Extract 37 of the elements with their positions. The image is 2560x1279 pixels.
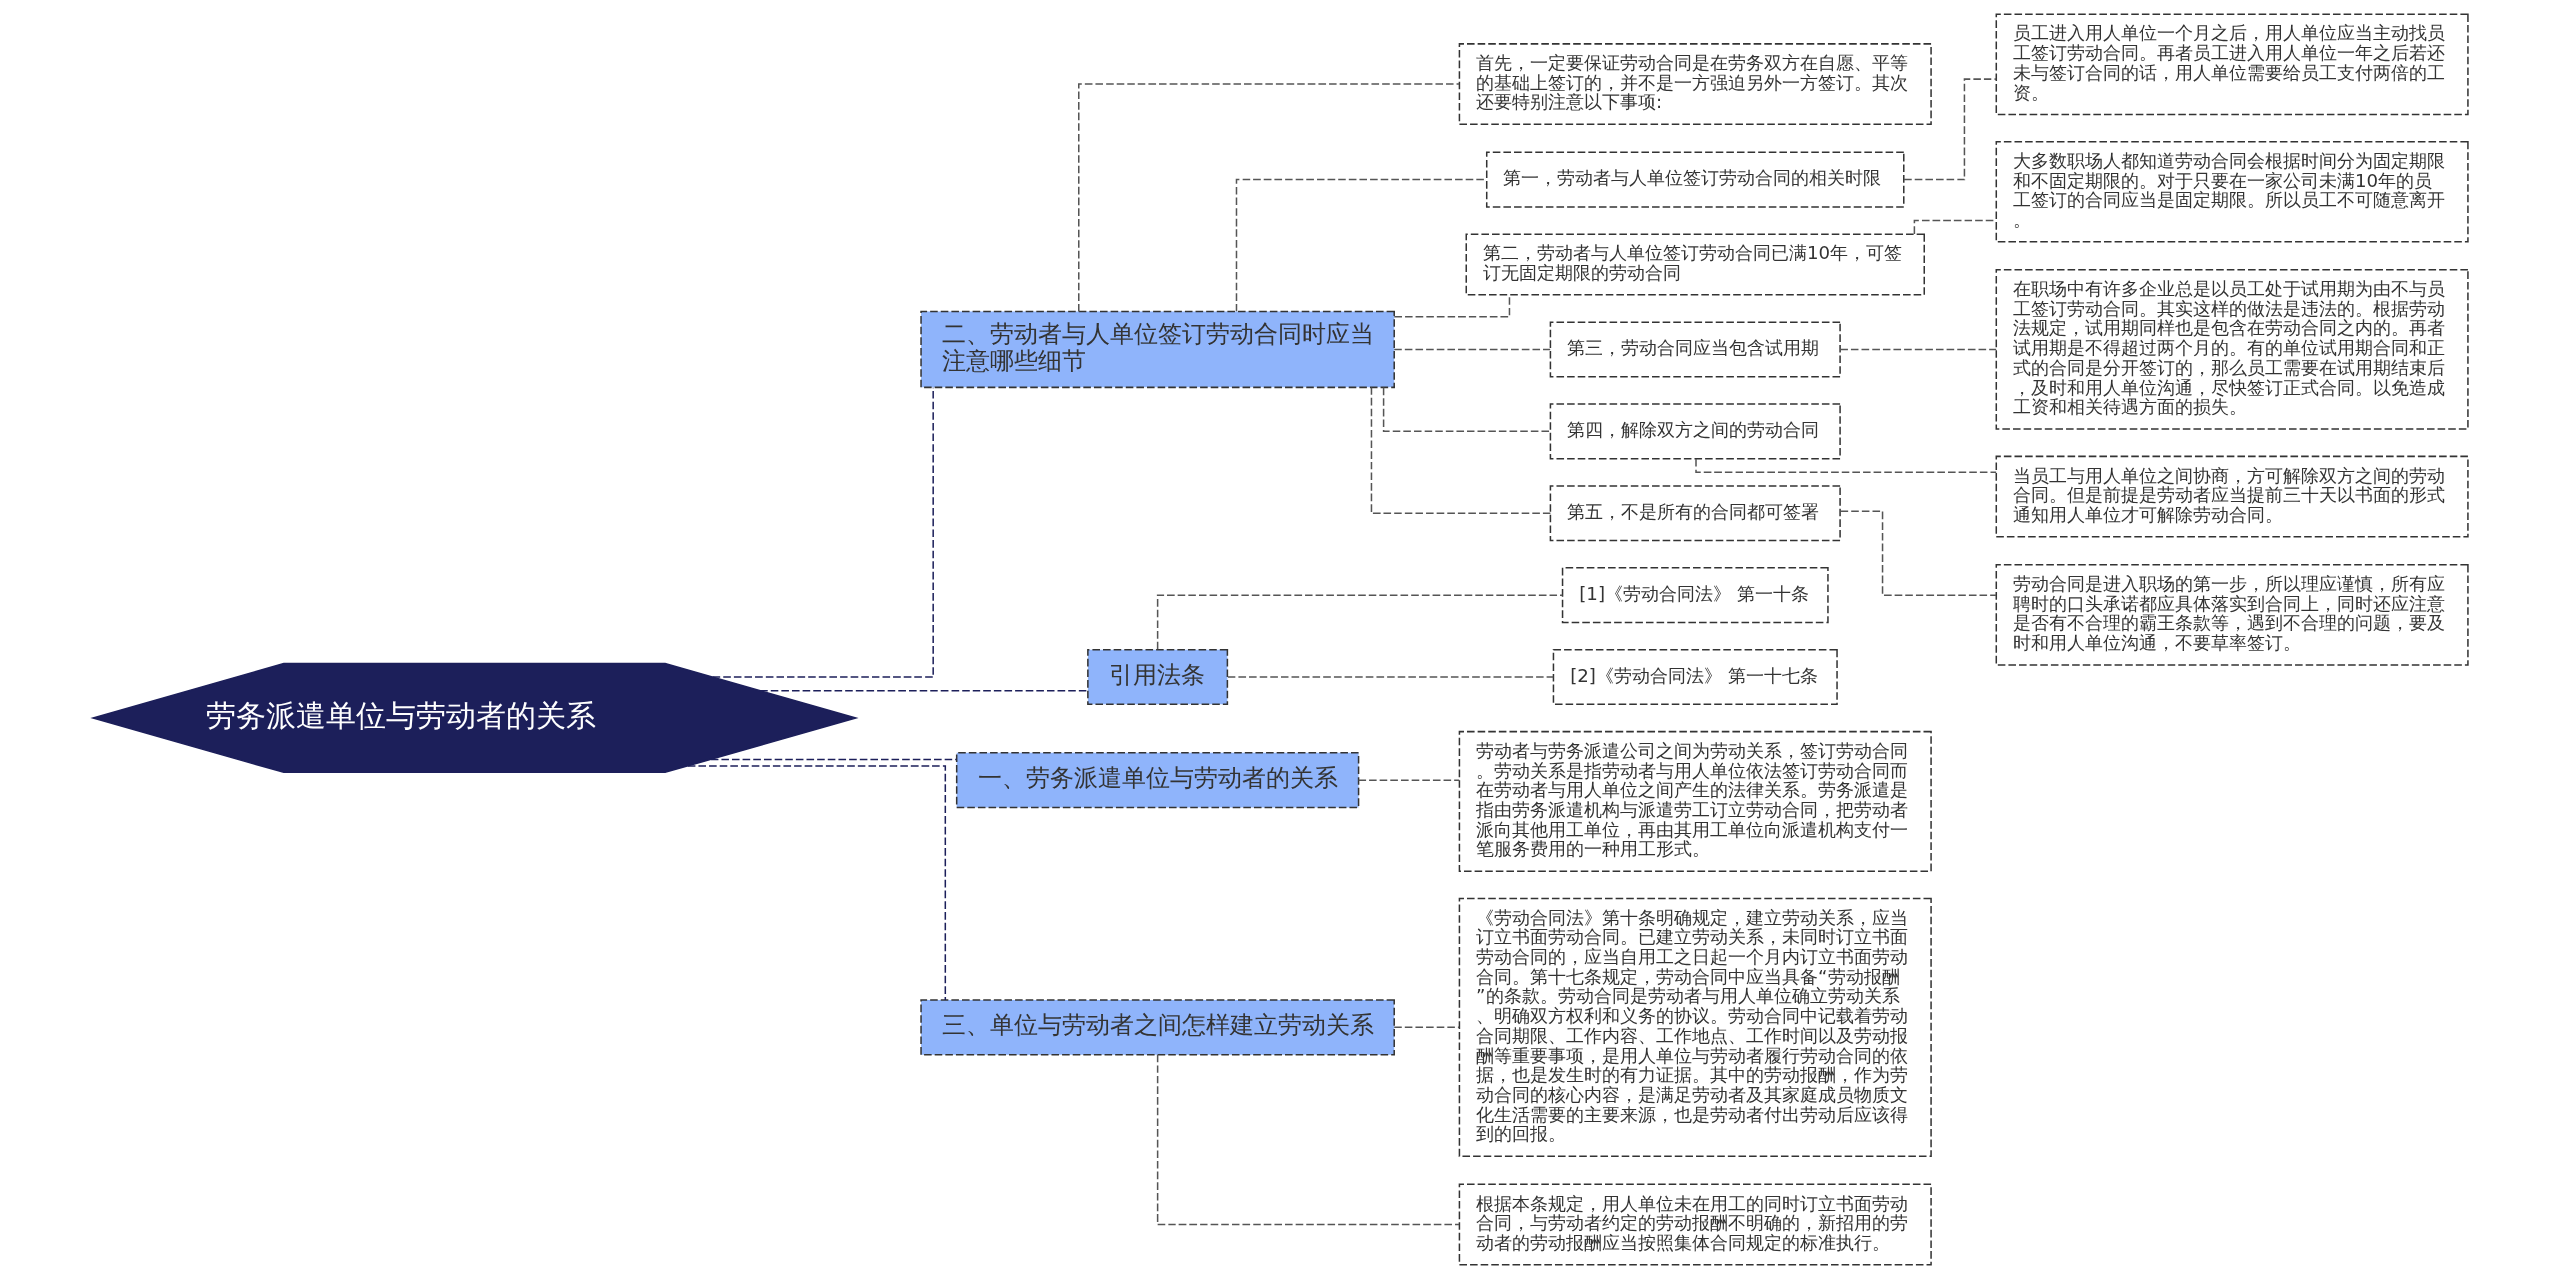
node-box: 大多数职场人都知道劳动合同会根据时间分为固定期限和不固定期限的。对于只要在一家公司未满10年的员工签订的合同应当是固定期限。所以员工不可随意离开。	[1995, 140, 2469, 243]
node-box: 三、单位与劳动者之间怎样建立劳动关系	[919, 999, 1395, 1056]
connector	[758, 689, 1088, 692]
node-box: 《劳动合同法》第十条明确规定，建立劳动关系，应当订立书面劳动合同。已建立劳动关系，未同时订立书面劳动合同的，应当自用工之日起一个月内订立书面劳动合同。第十七条规定，劳动合同中应当具备“劳动报酬”的条款。劳动合同是劳动者与用人单位确立劳动关系、明确双方权利和义务的协议。劳动合同中记载着劳动合同期限、工作内容、工作地点、工作时间以及劳动报酬等重要事项，是用人单位与劳动者履行劳动合同的依据，也是发生时的有力证据。其中的劳动报酬，作为劳动合同的核心内容，是满足劳动者及其家庭成员物质文化生活需要的主要来源，也是劳动者付出劳动后应该得到的回报。	[1458, 897, 1932, 1158]
node-box: 第五，不是所有的合同都可签署	[1549, 485, 1841, 542]
node-box: 第三，劳动合同应当包含试用期	[1549, 321, 1841, 378]
connector	[1156, 594, 1563, 651]
connector	[1077, 83, 1460, 313]
node-box: 引用法条	[1086, 649, 1228, 706]
node-box: 劳动合同是进入职场的第一步，所以理应谨慎，所有应聘时的口头承诺都应具体落实到合同上，同时还应注意是否有不合理的霸王条款等，遇到不合理的问题，要及时和用人单位沟通，不要草率签订。	[1995, 564, 2469, 666]
node-box: 二、劳动者与人单位签订劳动合同时应当注意哪些细节	[919, 310, 1395, 389]
connector	[1393, 294, 1510, 318]
node-box: 第二，劳动者与人单位签订劳动合同已满10年，可签订无固定期限的劳动合同	[1465, 233, 1925, 296]
node-box: 员工进入用人单位一个月之后，用人单位应当主动找员工签订劳动合同。再者员工进入用人单位一年之后若还未与签订合同的话，用人单位需要给员工支付两倍的工资。	[1995, 13, 2469, 116]
node-box: 劳动者与劳务派遣公司之间为劳动关系，签订劳动合同。劳动关系是指劳动者与用人单位依法签订劳动合同而在劳动者与用人单位之间产生的法律关系。劳务派遣是指由劳务派遣机构与派遣劳工订立劳动合同，把劳动者派向其他用工单位，再由其用工单位向派遣机构支付一笔服务费用的一种用工形式。	[1458, 730, 1932, 872]
connector	[1370, 386, 1551, 514]
connector	[1382, 386, 1551, 433]
connector	[1839, 510, 1997, 596]
connector	[1235, 178, 1487, 313]
node-box: 第四，解除双方之间的劳动合同	[1549, 403, 1841, 460]
connector	[1226, 676, 1554, 678]
connector	[1392, 348, 1551, 351]
connector	[1156, 1054, 1460, 1226]
connector	[709, 758, 957, 761]
connector	[1392, 1026, 1460, 1029]
node-box: 根据本条规定，用人单位未在用工的同时订立书面劳动合同，与劳动者约定的劳动报酬不明确的，新招用的劳动者的劳动报酬应当按照集体合同规定的标准执行。	[1458, 1183, 1932, 1266]
connector	[1694, 458, 1997, 474]
node-box: 首先，一定要保证劳动合同是在劳务双方在自愿、平等的基础上签订的，并不是一方强迫另外一方签订。其次还要特别注意以下事项:	[1458, 43, 1932, 125]
connector	[1839, 348, 1997, 351]
connector	[1357, 779, 1460, 781]
connector	[686, 765, 946, 1001]
node-box: [2]《劳动合同法》 第一十七条	[1552, 649, 1838, 706]
node-box: [1]《劳动合同法》 第一十条	[1561, 567, 1829, 624]
node-box: 第一，劳动者与人单位签订劳动合同的相关时限	[1485, 151, 1905, 208]
node-box: 当员工与用人单位之间协商，方可解除双方之间的劳动合同。但是前提是劳动者应当提前三十天以书面的形式通知用人单位才可解除劳动合同。	[1995, 455, 2469, 538]
node-box: 在职场中有许多企业总是以员工处于试用期为由不与员工签订劳动合同。其实这样的做法是违法的。根据劳动法规定，试用期同样也是包含在劳动合同之内的。再者试用期是不得超过两个月的。有的单位试用期合同和正式的合同是分开签订的，那么员工需要在试用期结束后，及时和用人单位沟通，尽快签订正式合同。以免造成工资和相关待遇方面的损失。	[1995, 269, 2469, 430]
node-box: 一、劳务派遣单位与劳动者的关系	[955, 752, 1359, 809]
